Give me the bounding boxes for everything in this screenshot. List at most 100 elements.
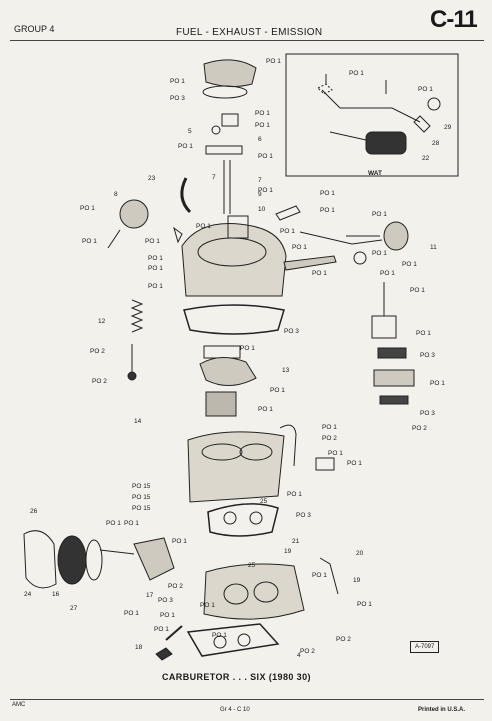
diagram-caption: CARBURETOR . . . SIX (1980 30) [162,672,311,682]
callout-label: 14 [134,418,142,425]
float [199,357,257,386]
inset-wat-solenoid [365,131,407,155]
header-rule [10,40,484,41]
callout-label: PO 1 [148,283,163,290]
air-horn-body [181,223,287,297]
callout-label: PO 1 [196,223,211,230]
callout-label: 23 [148,175,156,182]
callout-label: PO 1 [200,602,215,609]
callout-label: PO 1 [380,270,395,277]
callout-label: PO 2 [90,348,105,355]
callout-label: PO 1 [312,270,327,277]
inset-frame [285,53,459,177]
callout-label: 28 [432,140,440,147]
callout-label: 25 [248,562,256,569]
callout-label: 7 [258,177,262,184]
callout-label: PO 1 [148,255,163,262]
footer-right: Printed in U.S.A. [418,707,466,713]
callout-label: PO 1 [80,205,95,212]
callout-label: PO 1 [418,86,433,93]
carburetor-main-body [187,431,285,503]
callout-label: PO 1 [148,265,163,272]
callout-label: 29 [444,124,452,131]
choke-pulloff [119,199,149,229]
callout-label: PO 1 [349,70,364,77]
callout-label: 21 [292,538,300,545]
callout-label: 10 [258,206,266,213]
callout-label: PO 15 [132,483,151,490]
callout-label: PO 1 [266,58,281,65]
callout-label: PO 15 [132,494,151,501]
callout-label: 20 [356,550,364,557]
section-title: FUEL - EXHAUST - EMISSION [176,27,323,38]
callout-label: PO 1 [240,345,255,352]
reference-code: A-7097 [410,641,440,653]
callout-label: PO 1 [292,244,307,251]
callout-label: PO 1 [287,491,302,498]
callout-label: PO 3 [284,328,299,335]
callout-label: 8 [114,191,118,198]
callout-label: 19 [353,577,361,584]
callout-label: PO 2 [336,636,351,643]
callout-label: 27 [70,605,78,612]
callout-label: 24 [24,591,32,598]
callout-label: PO 1 [106,520,121,527]
callout-label: PO 1 [320,190,335,197]
callout-label: 9 [258,191,262,198]
callout-label: PO 3 [170,95,185,102]
callout-label: PO 1 [145,238,160,245]
callout-label: PO 1 [172,538,187,545]
callout-label: 4 [297,652,301,659]
callout-label: PO 1 [312,572,327,579]
callout-label: 16 [52,591,60,598]
callout-label: PO 1 [430,380,445,387]
callout-label: PO 2 [168,583,183,590]
callout-label: PO 1 [212,632,227,639]
callout-label: PO 1 [160,612,175,619]
callout-label: PO 3 [420,352,435,359]
callout-label: PO 1 [255,122,270,129]
callout-label: PO 1 [154,626,169,633]
air-horn-cover [203,59,257,88]
group-label: GROUP 4 [14,24,55,34]
callout-label: PO 3 [296,512,311,519]
callout-label: PO 1 [255,110,270,117]
callout-label: 6 [258,136,262,143]
callout-label: 12 [98,318,106,325]
callout-label: PO 3 [420,410,435,417]
choke-thermostat-cover [57,535,87,585]
callout-label: 22 [422,155,430,162]
callout-label: 13 [282,367,290,374]
callout-label: PO 1 [270,387,285,394]
callout-label: PO 1 [170,78,185,85]
footer-center: Gr 4 - C 10 [220,707,250,713]
power-piston-spring [130,299,144,333]
callout-label: PO 2 [300,648,315,655]
callout-label: PO 1 [258,153,273,160]
footer-left: AMC [12,702,26,708]
callout-label: PO 1 [322,424,337,431]
choke-cover-gasket [23,530,57,589]
callout-label: PO 1 [372,211,387,218]
inset-linkage-arm [321,89,421,123]
callout-label: PO 1 [328,450,343,457]
vacuum-diaphragm [383,221,409,251]
callout-label: PO 1 [410,287,425,294]
callout-label: PO 1 [347,460,362,467]
callout-label: PO 2 [412,425,427,432]
callout-label: 26 [30,508,38,515]
callout-label: PO 15 [132,505,151,512]
callout-label: 17 [146,592,154,599]
callout-label: 5 [188,128,192,135]
callout-label: PO 1 [402,261,417,268]
callout-label: PO 1 [178,143,193,150]
inset-label: WAT [368,170,382,177]
callout-label: PO 1 [320,207,335,214]
callout-label: PO 1 [280,228,295,235]
callout-label: PO 1 [124,610,139,617]
callout-label: 25 [260,498,268,505]
callout-label: PO 1 [258,406,273,413]
callout-label: 11 [430,244,437,251]
callout-label: PO 1 [82,238,97,245]
